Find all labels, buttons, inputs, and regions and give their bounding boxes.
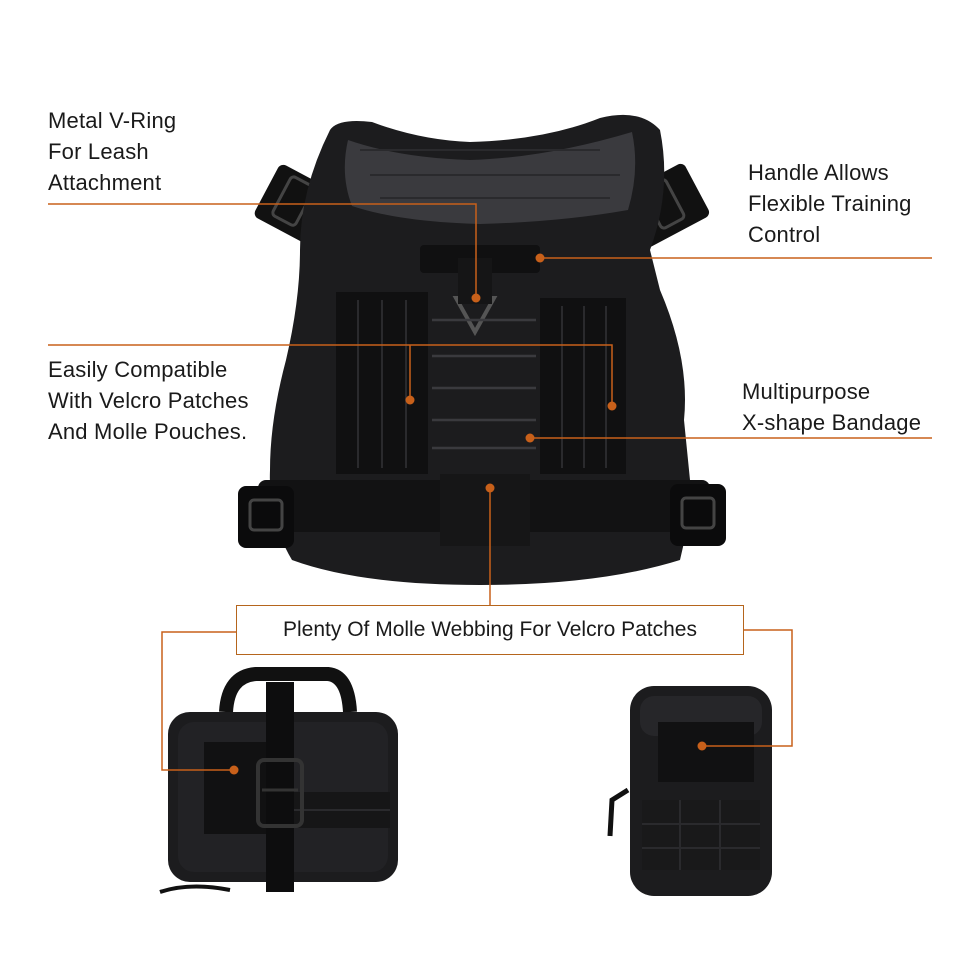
v-ring-callout: Metal V-Ring For Leash Attachment	[48, 105, 176, 198]
medical-pouch-icon	[159, 667, 398, 894]
velcro-callout: Easily Compatible With Velcro Patches An…	[48, 354, 249, 447]
velcro-callout-line: With Velcro Patches	[48, 388, 249, 413]
molle-webbing-callout: Plenty Of Molle Webbing For Velcro Patch…	[236, 605, 744, 655]
v-ring-callout-line: Attachment	[48, 170, 162, 195]
bandage-callout-line: X-shape Bandage	[742, 410, 922, 435]
velcro-callout-line: Easily Compatible	[48, 357, 228, 382]
bandage-callout-line: Multipurpose	[742, 379, 871, 404]
utility-pouch-icon	[607, 686, 772, 896]
handle-callout-line: Flexible Training	[748, 191, 912, 216]
v-ring-callout-line: For Leash	[48, 139, 149, 164]
handle-callout: Handle Allows Flexible Training Control	[748, 157, 912, 250]
handle-callout-line: Handle Allows	[748, 160, 889, 185]
velcro-callout-line: And Molle Pouches.	[48, 419, 248, 444]
callout-dots	[229, 253, 707, 775]
handle-callout-line: Control	[748, 222, 821, 247]
bandage-callout: Multipurpose X-shape Bandage	[742, 376, 921, 438]
callout-lines	[48, 203, 932, 771]
v-ring-callout-line: Metal V-Ring	[48, 108, 177, 133]
dog-harness-vest-icon	[238, 114, 726, 585]
